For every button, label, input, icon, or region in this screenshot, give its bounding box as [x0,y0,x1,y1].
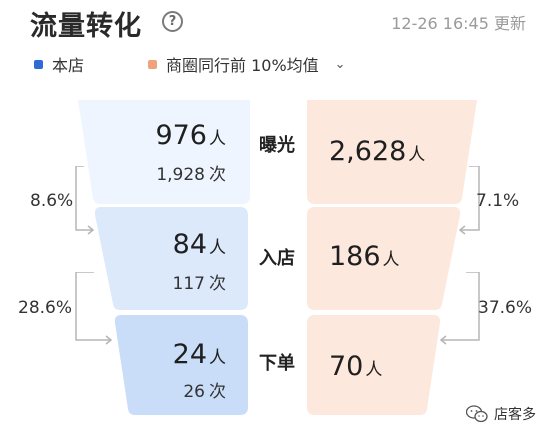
legend-dot-self [34,59,43,69]
peer-rate-bracket-2 [439,272,480,345]
legend-item-self: 本店 [34,50,84,78]
funnel-shape-peer-exposure [307,100,477,204]
question-circle-icon[interactable]: ? [162,11,183,32]
funnel-shape-self-order [114,315,248,415]
self-rate-exposure-to-visit: 8.6% [30,191,74,211]
peer-rate-visit-to-order: 37.6% [478,298,533,318]
peer-rate-bracket-1 [458,166,480,235]
legend-label-self: 本店 [52,56,85,75]
page-title: 流量转化 [30,11,142,42]
stage-label-order: 下单 [259,353,295,374]
legend: 本店 商圈同行前 10%均值 ⌄ [0,50,550,78]
wechat-icon [466,405,488,423]
legend-dot-peer [148,59,157,69]
watermark: 店客多 [466,404,536,424]
funnel-shape-peer-visit [307,207,461,310]
header: 流量转化 ? 12-26 16:45 更新 [0,0,550,44]
funnel-shape-peer-order [307,315,441,415]
legend-item-peer[interactable]: 商圈同行前 10%均值 ⌄ [148,50,346,78]
chevron-down-icon[interactable]: ⌄ [334,56,346,72]
self-rate-bracket-1 [75,166,95,235]
stage-label-exposure: 曝光 [259,135,295,156]
funnel-shape-self-exposure [78,100,250,204]
self-rate-visit-to-order: 28.6% [18,298,73,318]
watermark-text: 店客多 [494,407,536,423]
peer-rate-exposure-to-visit: 7.1% [476,191,520,211]
self-rate-bracket-2 [75,272,113,345]
update-time: 12-26 16:45 更新 [391,14,526,33]
legend-label-peer: 商圈同行前 10%均值 [166,56,319,75]
stage-label-visit: 入店 [259,248,295,269]
funnel-shape-self-visit [94,207,248,310]
